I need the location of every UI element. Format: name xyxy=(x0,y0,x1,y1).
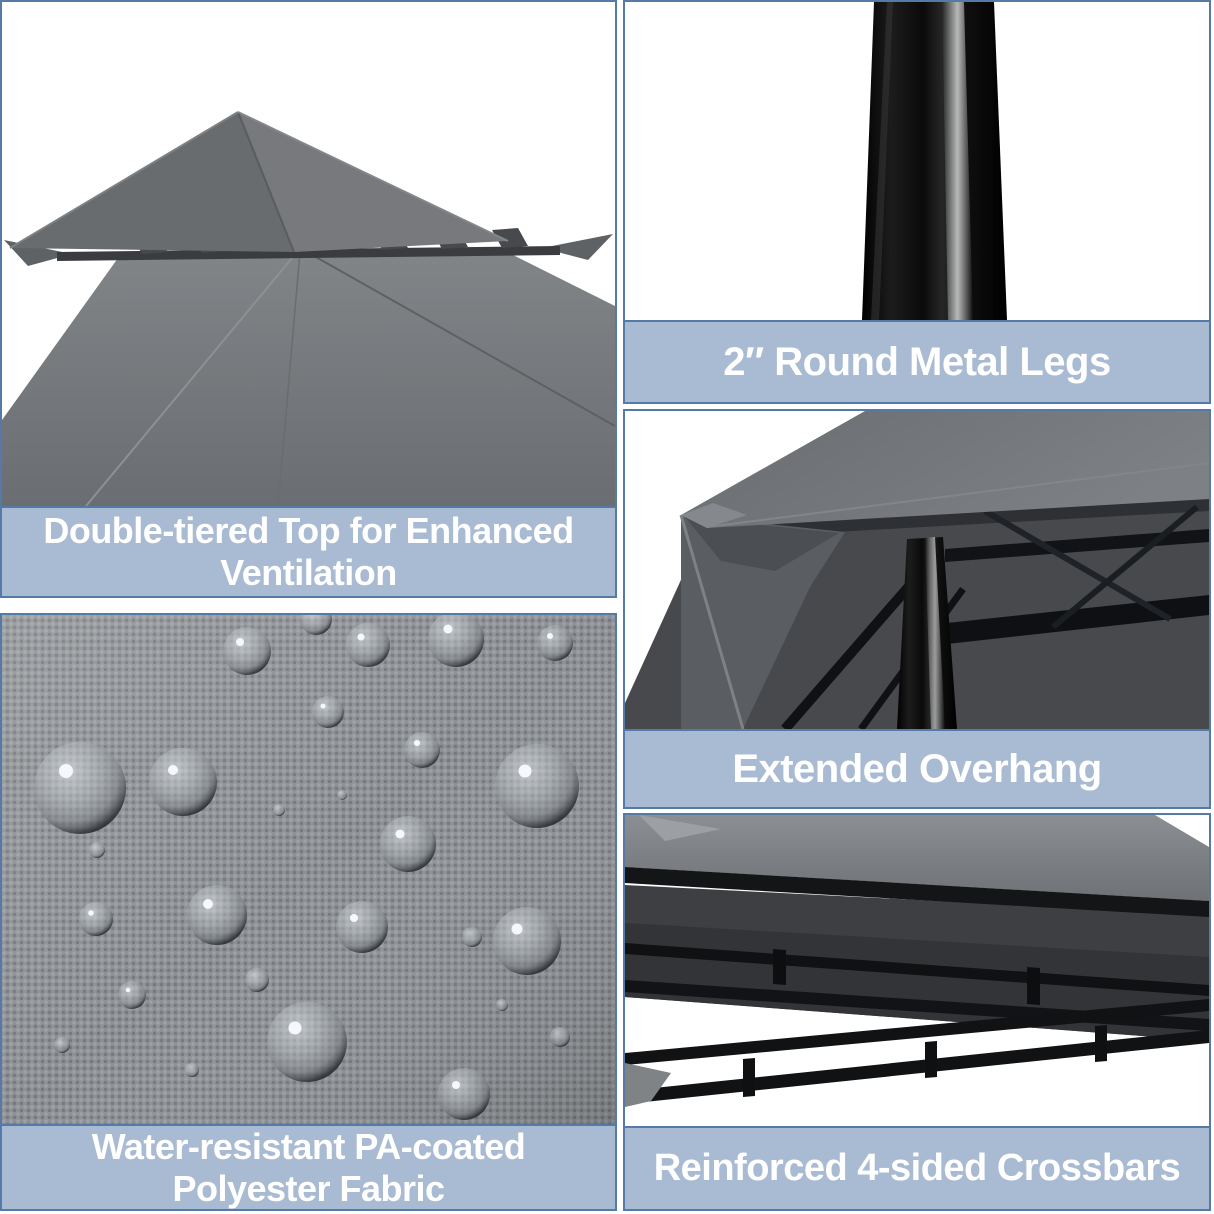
panel-water-resistant-fabric: Water-resistant PA-coated Polyester Fabr… xyxy=(0,613,617,1211)
caption-line: Polyester Fabric xyxy=(172,1167,445,1209)
caption-line: Extended Overhang xyxy=(732,747,1102,791)
caption-water-resistant-fabric: Water-resistant PA-coated Polyester Fabr… xyxy=(2,1124,615,1209)
caption-reinforced-crossbars: Reinforced 4-sided Crossbars xyxy=(625,1126,1209,1209)
panel-double-tiered-top: Double-tiered Top for Enhanced Ventilati… xyxy=(0,0,617,598)
panel-round-metal-legs: 2″ Round Metal Legs xyxy=(623,0,1211,404)
caption-double-tiered-top: Double-tiered Top for Enhanced Ventilati… xyxy=(2,506,615,596)
caption-line: Double-tiered Top for Enhanced xyxy=(43,510,574,552)
gazebo-double-tier-roof-photo xyxy=(2,2,615,506)
caption-line: Water-resistant PA-coated xyxy=(91,1125,526,1167)
caption-extended-overhang: Extended Overhang xyxy=(625,729,1209,807)
water-droplets xyxy=(34,615,579,1120)
canopy-overhang-corner-photo xyxy=(625,411,1209,729)
panel-extended-overhang: Extended Overhang xyxy=(623,409,1211,809)
caption-round-metal-legs: 2″ Round Metal Legs xyxy=(625,320,1209,402)
caption-line: Reinforced 4-sided Crossbars xyxy=(653,1146,1181,1189)
metal-leg-pole-photo xyxy=(625,2,1209,320)
caption-line: 2″ Round Metal Legs xyxy=(723,340,1111,384)
fabric-water-droplets-photo xyxy=(2,615,615,1124)
underside-crossbars-photo xyxy=(625,815,1209,1126)
panel-reinforced-crossbars: Reinforced 4-sided Crossbars xyxy=(623,813,1211,1211)
caption-line: Ventilation xyxy=(220,552,397,593)
